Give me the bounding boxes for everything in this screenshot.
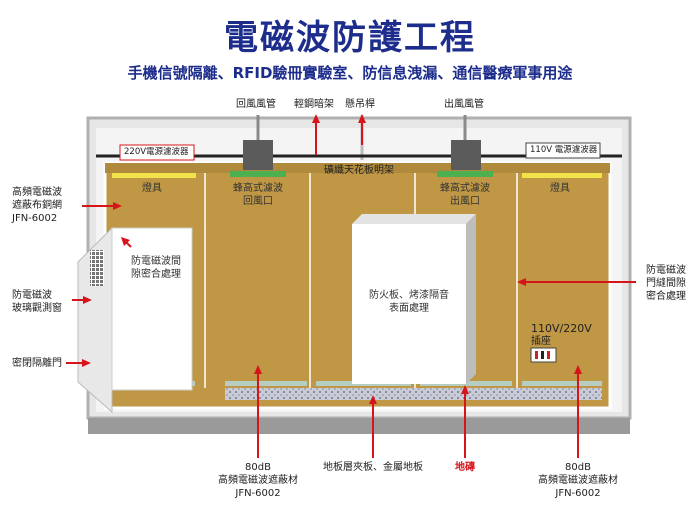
label-lamp-right: 燈具 bbox=[550, 183, 570, 194]
label-outlet-voltage: 110V/220V bbox=[531, 322, 592, 335]
return-duct bbox=[243, 140, 273, 170]
return-vent-strip bbox=[230, 171, 286, 177]
door-frame bbox=[111, 227, 193, 391]
label-material-left: 80dB 高頻電磁波遮蔽材 JFN-6002 bbox=[218, 462, 298, 499]
label-shield-mesh: 高頻電磁波 遮蔽布銅網 JFN-6002 bbox=[12, 187, 62, 224]
label-light-steel-frame: 輕鋼暗架 bbox=[294, 99, 334, 110]
lamp-left bbox=[112, 173, 196, 178]
door-window-grille bbox=[90, 250, 104, 286]
room-ceiling-band bbox=[105, 163, 610, 173]
outlet-vent-strip bbox=[437, 171, 493, 177]
label-filter-110: 110V 電源濾波器 bbox=[530, 145, 598, 155]
outlet-duct bbox=[451, 140, 481, 170]
label-gap-seal: 防電磁波間 隙密合處理 bbox=[131, 256, 181, 280]
label-door-gap: 防電磁波 門縫間隙 密合處理 bbox=[646, 265, 686, 302]
label-floor: 地板層夾板、金屬地板 bbox=[323, 462, 423, 473]
label-ceiling: 礦纖天花板明架 bbox=[324, 165, 394, 176]
label-lamp-left: 燈具 bbox=[142, 183, 162, 194]
label-material-right: 80dB 高頻電磁波遮蔽材 JFN-6002 bbox=[538, 462, 618, 499]
gravel-floor bbox=[225, 388, 602, 400]
fireproof-panel-side bbox=[466, 214, 476, 384]
filter-220-box bbox=[119, 144, 195, 161]
floor-rail bbox=[522, 381, 602, 386]
label-return-vent: 蜂高式濾波 回風口 bbox=[233, 183, 283, 207]
floor-rail bbox=[225, 381, 307, 386]
label-observation-window: 防電磁波 玻璃觀測窗 bbox=[12, 290, 62, 314]
label-sealed-door: 密閉隔離門 bbox=[12, 358, 62, 369]
label-outlet-socket: 插座 bbox=[531, 336, 551, 347]
label-outlet-duct: 出風風管 bbox=[444, 99, 484, 110]
page-subtitle: 手機信號隔離、RFID驗冊實驗室、防信息洩漏、通信醫療軍事用途 bbox=[127, 64, 573, 82]
floor-slab bbox=[88, 418, 630, 434]
label-return-duct: 回風風管 bbox=[236, 99, 276, 110]
label-ground: 地磚 bbox=[455, 462, 475, 473]
filter-110-box bbox=[525, 142, 601, 159]
label-outlet-vent: 蜂高式濾波 出風口 bbox=[440, 183, 490, 207]
fireproof-panel-top bbox=[352, 214, 476, 224]
fireproof-panel bbox=[352, 224, 466, 384]
lamp-right bbox=[522, 173, 602, 178]
label-hanging-rod: 懸吊桿 bbox=[345, 99, 375, 110]
page-title: 電磁波防護工程 bbox=[224, 18, 476, 58]
label-filter-220: 220V電源濾波器 bbox=[124, 147, 189, 157]
label-fireproof: 防火板、烤漆隔音 表面處理 bbox=[369, 290, 449, 314]
